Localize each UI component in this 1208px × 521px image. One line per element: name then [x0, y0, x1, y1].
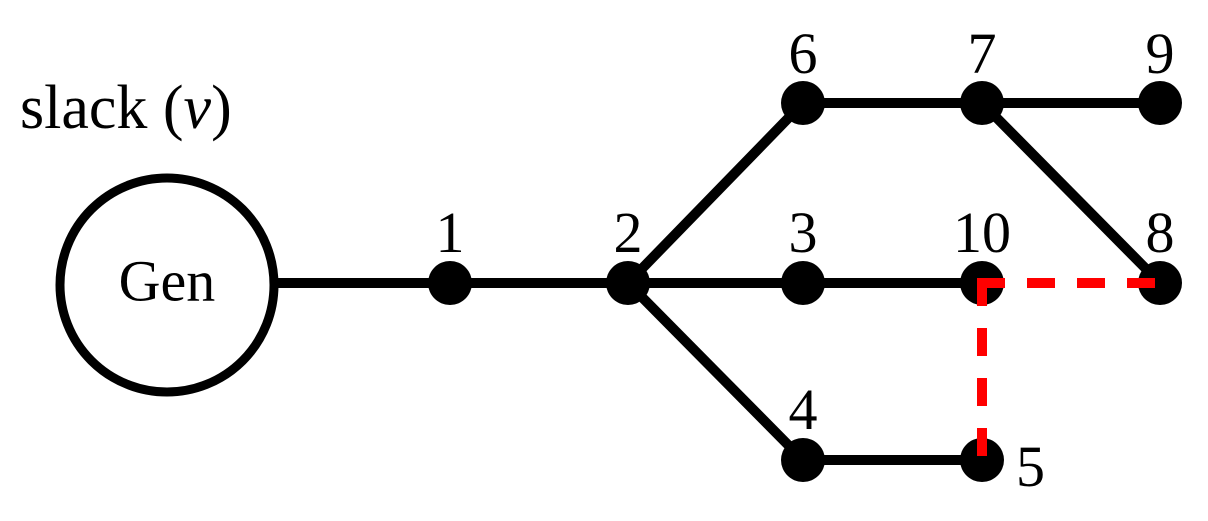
node-label-4: 4: [789, 377, 818, 442]
bus-node-8[interactable]: [1138, 261, 1182, 305]
generator-circle: [55, 173, 279, 397]
edge-2-4: [624, 279, 807, 464]
bus-node-4[interactable]: [781, 438, 825, 482]
solid-edges-group: [274, 98, 1164, 465]
bus-node-9[interactable]: [1138, 81, 1182, 125]
node-label-8: 8: [1146, 200, 1175, 265]
node-label-5: 5: [1016, 434, 1045, 499]
node-label-1: 1: [436, 200, 465, 265]
slack-annotation-symbol: v: [184, 74, 212, 142]
node-label-2: 2: [614, 200, 643, 265]
edge-2-6: [624, 99, 807, 287]
bus-node-5[interactable]: [960, 438, 1004, 482]
bus-node-1[interactable]: [428, 261, 472, 305]
edge-7-8: [978, 99, 1164, 287]
node-label-6: 6: [789, 21, 818, 86]
bus-node-3[interactable]: [781, 261, 825, 305]
bus-nodes-group: [428, 81, 1182, 482]
bus-node-6[interactable]: [781, 81, 825, 125]
node-labels-group: 1 2 3 4 5 6 7 8 9 10: [436, 21, 1175, 499]
slack-annotation-close: ): [211, 74, 232, 142]
node-label-7: 7: [968, 21, 997, 86]
bus-node-7[interactable]: [960, 81, 1004, 125]
node-label-10: 10: [953, 200, 1011, 265]
node-label-9: 9: [1146, 21, 1175, 86]
dashed-edges-group: [977, 278, 1172, 472]
slack-annotation-text: slack (: [20, 74, 184, 142]
bus-node-2[interactable]: [606, 261, 650, 305]
generator-label: Gen: [119, 248, 216, 313]
generator-symbol: Gen: [55, 173, 279, 397]
slack-annotation: slack (v): [20, 74, 232, 142]
node-label-3: 3: [789, 200, 818, 265]
